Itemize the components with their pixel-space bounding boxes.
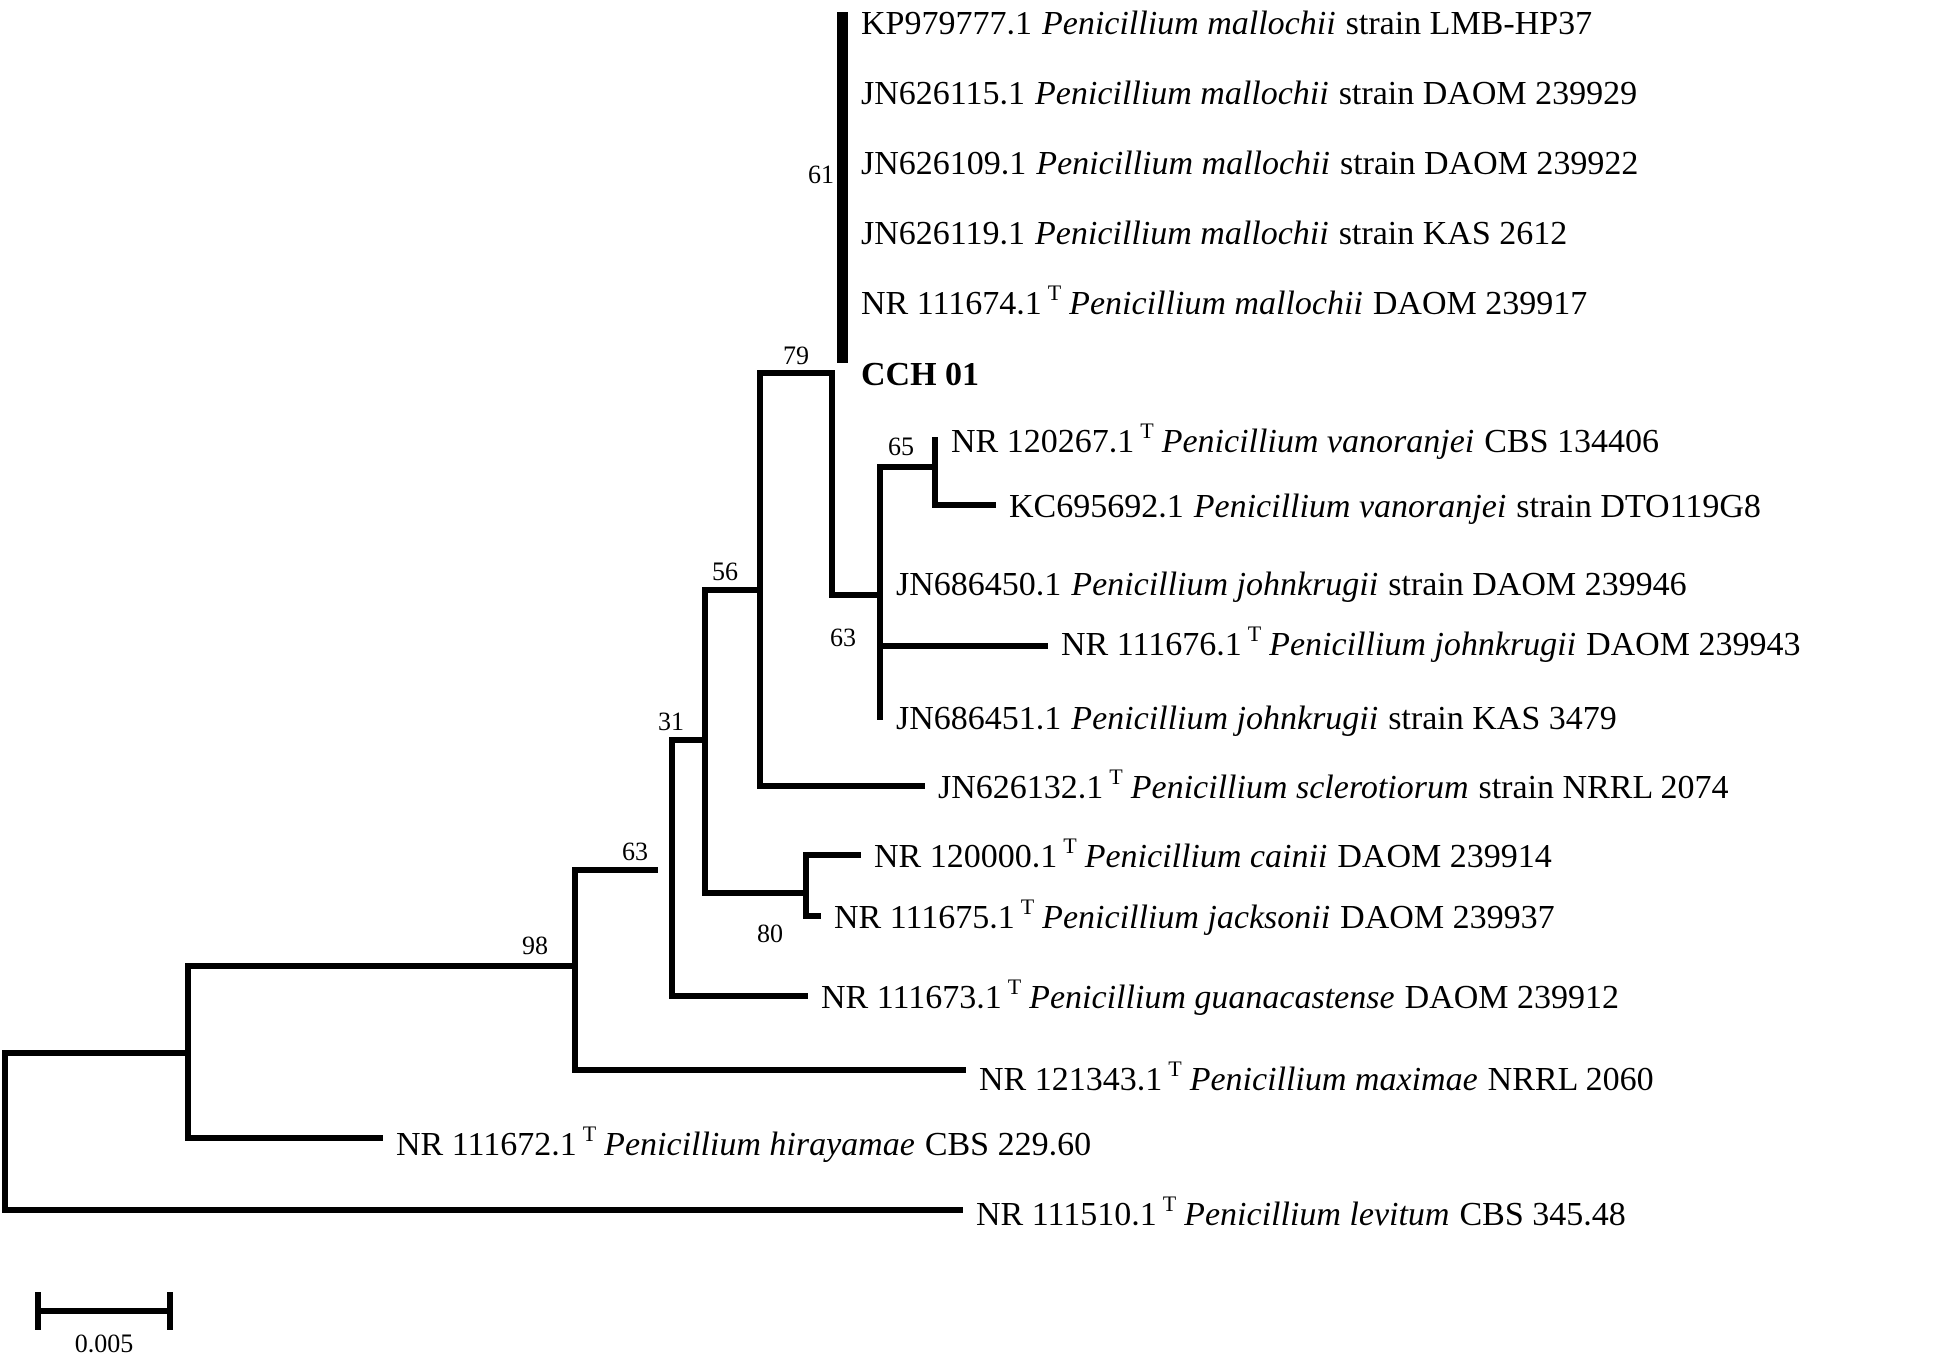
bootstrap-value: 79 (783, 341, 809, 370)
tip-species: Penicillium jacksonii (1041, 899, 1330, 936)
tip-accession: NR 121343.1 (979, 1061, 1162, 1098)
tip-accession: KP979777.1 (861, 5, 1032, 42)
tip-accession: NR 120267.1 (951, 423, 1134, 460)
tip-strain: CBS 345.48 (1459, 1196, 1625, 1233)
tip-strain: strain DAOM 239929 (1339, 75, 1637, 112)
tip-accession: NR 111672.1 (396, 1126, 577, 1163)
type-strain-marker: T (1248, 621, 1262, 646)
tip-accession: KC695692.1 (1009, 488, 1184, 525)
tip-species: Penicillium guanacastense (1028, 979, 1394, 1016)
tip-strain: strain DAOM 239946 (1388, 566, 1686, 603)
type-strain-marker: T (1168, 1056, 1182, 1081)
tip-accession: NR 111674.1 (861, 285, 1042, 322)
scale-bar: 0.005 (35, 1292, 173, 1358)
tip-species: Penicillium vanoranjei (1193, 488, 1507, 525)
tip-label-cch: CCH 01 (861, 356, 979, 393)
tip-accession: NR 111676.1 (1061, 626, 1242, 663)
tip-species: Penicillium mallochii (1041, 5, 1336, 42)
tip-strain: DAOM 239917 (1373, 285, 1587, 322)
tip-species: Penicillium levitum (1183, 1196, 1449, 1233)
tip-accession: JN626109.1 (861, 145, 1026, 182)
bootstrap-value: 63 (830, 623, 856, 652)
type-strain-marker: T (1163, 1191, 1177, 1216)
tip-accession: NR 120000.1 (874, 838, 1057, 875)
tip-species: Penicillium cainii (1084, 838, 1328, 875)
tip-accession: NR 111510.1 (976, 1196, 1157, 1233)
bootstrap-value: 80 (757, 919, 783, 948)
type-strain-marker: T (1008, 974, 1022, 999)
tip-strain: DAOM 239914 (1337, 838, 1551, 875)
tip-accession: JN626115.1 (861, 75, 1025, 112)
tip-strain: strain KAS 2612 (1339, 215, 1568, 252)
type-strain-marker: T (583, 1121, 597, 1146)
tip-strain: CBS 134406 (1484, 423, 1659, 460)
tip-accession: NR 111675.1 (834, 899, 1015, 936)
tip-accession: CCH 01 (861, 356, 979, 393)
tip-accession: JN686450.1 (896, 566, 1061, 603)
tip-strain: strain KAS 3479 (1388, 700, 1617, 737)
tip-strain: strain LMB-HP37 (1346, 5, 1593, 42)
tip-species: Penicillium mallochii (1068, 285, 1363, 322)
type-strain-marker: T (1048, 280, 1062, 305)
type-strain-marker: T (1021, 894, 1035, 919)
tip-strain: DAOM 239937 (1340, 899, 1554, 936)
tip-species: Penicillium sclerotiorum (1130, 769, 1469, 806)
tip-species: Penicillium johnkrugii (1070, 700, 1378, 737)
tip-accession: JN686451.1 (896, 700, 1061, 737)
tip-strain: NRRL 2060 (1488, 1061, 1654, 1098)
tip-accession: JN626132.1 (938, 769, 1103, 806)
tip-strain: CBS 229.60 (925, 1126, 1091, 1163)
tip-strain: DAOM 239943 (1586, 626, 1800, 663)
bootstrap-value: 61 (808, 160, 834, 189)
tip-species: Penicillium mallochii (1034, 215, 1329, 252)
bootstrap-value: 65 (888, 432, 914, 461)
tip-species: Penicillium mallochii (1034, 75, 1329, 112)
tree-branches (2, 12, 1048, 1213)
tip-species: Penicillium hirayamae (603, 1126, 915, 1163)
tip-species: Penicillium vanoranjei (1161, 423, 1475, 460)
bootstrap-value: 31 (658, 707, 684, 736)
type-strain-marker: T (1140, 418, 1154, 443)
tip-strain: strain NRRL 2074 (1479, 769, 1729, 806)
tip-strain: strain DTO119G8 (1516, 488, 1761, 525)
type-strain-marker: T (1109, 764, 1123, 789)
bootstrap-value: 56 (712, 557, 738, 586)
tip-accession: JN626119.1 (861, 215, 1025, 252)
tip-strain: strain DAOM 239922 (1340, 145, 1638, 182)
scale-bar-label: 0.005 (75, 1329, 134, 1358)
bootstrap-value: 63 (622, 837, 648, 866)
tip-species: Penicillium maximae (1189, 1061, 1478, 1098)
tip-species: Penicillium johnkrugii (1070, 566, 1378, 603)
bootstrap-values: 61 79 65 63 56 31 63 80 98 (522, 160, 914, 960)
type-strain-marker: T (1063, 833, 1077, 858)
tip-species: Penicillium mallochii (1035, 145, 1330, 182)
tip-accession: NR 111673.1 (821, 979, 1002, 1016)
tip-strain: DAOM 239912 (1405, 979, 1619, 1016)
tip-species: Penicillium johnkrugii (1268, 626, 1576, 663)
bootstrap-value: 98 (522, 931, 548, 960)
